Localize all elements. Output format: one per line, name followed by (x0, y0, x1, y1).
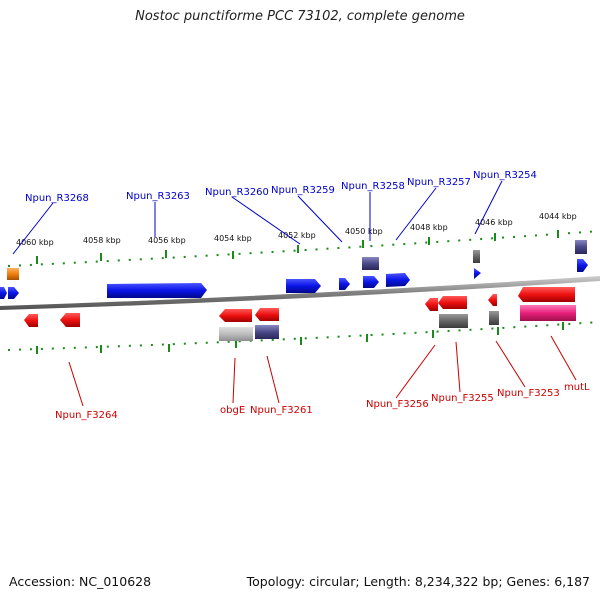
gene-label-Npun_R3258: Npun_R3258 (341, 181, 405, 192)
forward-leader-lines (68, 335, 577, 407)
gene-label-Npun_F3253: Npun_F3253 (497, 388, 560, 399)
scale-label: 4050 kbp (345, 227, 383, 236)
gene-label-Npun_R3268: Npun_R3268 (25, 193, 89, 204)
gene-arrow-blue (386, 273, 410, 287)
gene-arrow-blue (8, 287, 19, 299)
gene-arrow-blue (107, 283, 207, 298)
feature-block-purple (255, 325, 279, 339)
feature-block-gray (473, 250, 480, 263)
gene-arrow-red (24, 314, 38, 327)
scale-label: 4044 kbp (539, 212, 577, 221)
gene-label-mutL: mutL (564, 382, 590, 393)
gene-arrow-red (488, 294, 497, 306)
feature-block-gray (489, 311, 499, 325)
accession-text: Accession: NC_010628 (9, 574, 152, 589)
gene-arrow-blue (577, 259, 588, 272)
scale-label: 4054 kbp (214, 234, 252, 243)
gene-arrow-blue (339, 278, 350, 290)
reverse-leader-lines (12, 180, 503, 255)
gene-label-Npun_F3255: Npun_F3255 (431, 393, 494, 404)
gene-arrow-red (255, 308, 279, 321)
feature-block-purple (575, 240, 587, 254)
gene-arrow-red (219, 309, 252, 322)
gene-label-Npun_R3263: Npun_R3263 (126, 191, 190, 202)
diagram-title: Nostoc punctiforme PCC 73102, complete g… (135, 9, 465, 24)
feature-block-purple (362, 257, 379, 270)
genome-axis (0, 276, 600, 310)
gene-arrow-red (438, 296, 467, 309)
gene-label-Npun_F3261: Npun_F3261 (250, 405, 313, 416)
gene-arrow-blue (474, 268, 481, 279)
gene-label-Npun_R3260: Npun_R3260 (205, 187, 269, 198)
lower-scale-track (7, 321, 600, 354)
gene-label-Npun_F3256: Npun_F3256 (366, 399, 429, 410)
gene-arrow-red (60, 313, 80, 327)
scale-label: 4060 kbp (16, 238, 54, 247)
upper-scale-track (7, 230, 600, 267)
genome-summary-text: Topology: circular; Length: 8,234,322 bp… (246, 574, 590, 589)
scale-label: 4046 kbp (475, 218, 513, 227)
gene-label-Npun_R3254: Npun_R3254 (473, 170, 537, 181)
gene-label-Npun_R3259: Npun_R3259 (271, 185, 335, 196)
feature-block-pink (520, 305, 576, 321)
scale-label: 4052 kbp (278, 231, 316, 240)
scale-label: 4048 kbp (410, 223, 448, 232)
scale-label: 4056 kbp (148, 236, 186, 245)
gene-arrow-blue (363, 276, 379, 288)
feature-block-lightgray (219, 327, 253, 341)
gene-label-obgE: obgE (220, 405, 245, 416)
gene-arrow-blue (286, 279, 321, 293)
gene-label-Npun_R3257: Npun_R3257 (407, 177, 471, 188)
gene-arrow-red (518, 287, 575, 302)
scale-label: 4058 kbp (83, 236, 121, 245)
gene-arrow-red (425, 298, 438, 311)
gene-arrow-blue (0, 287, 7, 299)
feature-block-gray (439, 314, 468, 328)
feature-block-orange (7, 268, 19, 280)
gene-label-Npun_F3264: Npun_F3264 (55, 410, 118, 421)
